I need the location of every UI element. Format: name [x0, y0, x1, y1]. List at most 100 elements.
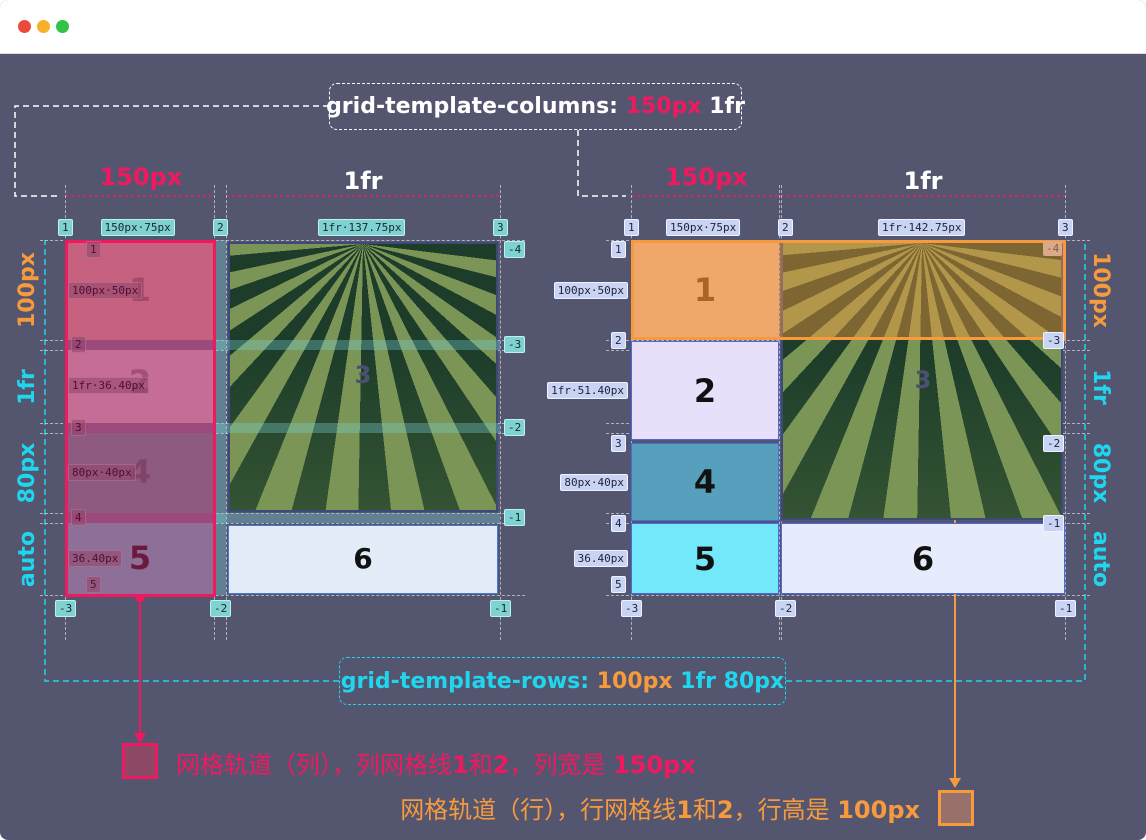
row-size-badge: 1fr·51.40px [547, 382, 628, 399]
caption-line-2: 2 [492, 751, 510, 779]
column-size-label: 1fr [903, 167, 943, 195]
row-track-swatch [938, 790, 974, 826]
column-value-1: 150px [625, 94, 702, 119]
row-line-negative: -3 [504, 336, 526, 353]
row-size-badge: 80px·40px [560, 474, 628, 491]
row-line-number: 5 [611, 576, 626, 593]
column-track-gap-highlight [214, 240, 226, 595]
column-size-badge: 1fr·137.75px [318, 219, 406, 236]
grid-line-guide [40, 513, 525, 514]
column-line-negative: -1 [490, 600, 512, 617]
grid-line-guide [606, 595, 1090, 596]
row-size-badge: 1fr·36.40px [68, 377, 149, 394]
maximize-window-button[interactable] [56, 20, 69, 33]
row-size-label: 1fr [1088, 368, 1113, 405]
grid-item-6 [228, 525, 498, 594]
row-size-badge: 36.40px [68, 550, 123, 567]
column-line-negative: -3 [55, 600, 77, 617]
grid-line-guide [500, 185, 501, 640]
row-line-number: 3 [71, 419, 86, 436]
caption-text: 网格轨道（列），列网格线 [176, 751, 452, 779]
column-size-badge: 1fr·142.75px [878, 219, 966, 236]
caption-value: 150px [613, 751, 696, 779]
column-line-negative: -2 [775, 600, 797, 617]
property-name: grid-template-rows: [340, 668, 590, 694]
caption-text: 和 [692, 796, 717, 824]
row-gap [65, 423, 214, 433]
grid-item-3 [781, 241, 1063, 520]
column-size-badge: 150px·75px [666, 219, 741, 236]
arrow-icon [134, 733, 146, 743]
row-value-2: 1fr 80px [680, 668, 785, 694]
grid-line-guide [1065, 185, 1066, 640]
grid-item-5: 5 [128, 539, 152, 577]
row-gap-highlight [214, 513, 500, 523]
grid-item-6-label: 6 [353, 541, 373, 575]
columns-connector-right [577, 130, 626, 197]
caption-line-1: 1 [676, 796, 693, 824]
grid-item-4: 4 [128, 453, 152, 491]
rows-connector-left [44, 240, 339, 682]
row-size-badge: 80px·40px [68, 464, 136, 481]
grid-item-1: 1 [631, 240, 779, 340]
row-line-negative: -4 [504, 241, 526, 258]
row-line-number: 3 [611, 435, 626, 452]
grid-template-rows-label: grid-template-rows: 100px 1fr 80px [339, 657, 786, 705]
caption-text: 网格轨道（行），行网格线 [400, 796, 677, 824]
column-size-badge: 150px·75px [100, 219, 175, 236]
row-line-negative: -2 [1043, 435, 1065, 452]
close-window-button[interactable] [18, 20, 31, 33]
row-track-caption: 网格轨道（行），行网格线1和2，行高是 100px [400, 790, 920, 825]
grid-item-3-label: 3 [914, 366, 932, 394]
caption-text: 和 [468, 751, 493, 779]
arrow-icon [949, 778, 961, 788]
row-size-label: 80px [1088, 442, 1113, 504]
row-gap-highlight [214, 423, 500, 433]
column-line-negative: -2 [210, 600, 232, 617]
grid-template-columns-label: grid-template-columns: 150px 1fr [326, 83, 745, 130]
caption-line-2: 2 [716, 796, 734, 824]
grid-line-guide [40, 595, 525, 596]
highlighted-row-track [631, 240, 1066, 340]
column-size-label: 1fr [343, 167, 383, 195]
row-gap [65, 513, 214, 523]
column-value-2: 1fr [709, 94, 745, 119]
column-line-negative: -1 [1055, 600, 1077, 617]
caption-text: ，列宽是 [509, 751, 614, 779]
property-name: grid-template-columns: [326, 94, 618, 119]
row-line-negative: -3 [1043, 332, 1065, 349]
row-size-label: auto [15, 530, 40, 588]
row-line-negative: -1 [1043, 515, 1065, 532]
row-line-number: 5 [86, 576, 101, 593]
row-size-label: 100px [1088, 252, 1113, 328]
grid-item-2: 2 [631, 341, 779, 440]
row-line-negative: -2 [504, 419, 526, 436]
caption-value: 100px [837, 796, 920, 824]
row-line-number: 4 [611, 515, 626, 532]
row-size-badge: 100px·50px [553, 282, 628, 299]
column-line-number: 1 [624, 219, 639, 236]
row-line-number: 1 [86, 241, 101, 258]
row-line-number: 2 [611, 332, 626, 349]
row-size-label: 80px [15, 442, 40, 504]
row-gap [65, 340, 214, 350]
row-gap-highlight [214, 340, 500, 350]
column-size-label: 150px [99, 163, 183, 191]
row-size-label: auto [1088, 530, 1113, 588]
window-titlebar [0, 0, 1146, 54]
caption-line-1: 1 [452, 751, 469, 779]
column-size-label: 150px [665, 163, 748, 191]
row-size-badge: 100px·50px [68, 282, 143, 299]
grid-item-6: 6 [781, 523, 1065, 594]
row-line-number: 4 [71, 509, 86, 526]
column-line-negative: -3 [621, 600, 643, 617]
column-line-number: 2 [213, 219, 228, 236]
highlighted-column-track [65, 240, 216, 597]
minimize-window-button[interactable] [37, 20, 50, 33]
row-line-number: 2 [71, 336, 86, 353]
column-line-number: 3 [1058, 219, 1073, 236]
grid-item-3-label: 3 [354, 361, 372, 389]
column-track-swatch [122, 743, 158, 779]
